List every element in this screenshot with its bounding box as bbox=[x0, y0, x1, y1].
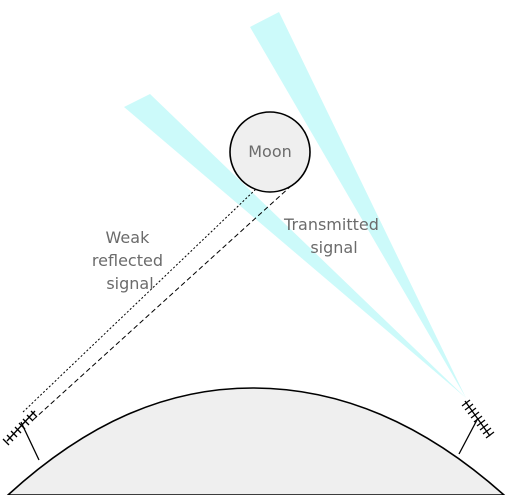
transmitted-label-line-2: signal bbox=[310, 238, 357, 257]
weak-label-line-3: signal bbox=[106, 274, 153, 293]
weak-label-line-2: reflected bbox=[92, 251, 163, 270]
transmitted-beam bbox=[124, 12, 466, 398]
right-antenna-icon bbox=[458, 399, 495, 455]
weak-label-line-1: Weak bbox=[106, 228, 151, 247]
weak-reflected-signal-label: Weak reflected signal bbox=[92, 228, 168, 293]
reflected-signal-path-inner bbox=[22, 188, 257, 413]
moon bbox=[229, 111, 311, 193]
earth-surface bbox=[6, 387, 506, 495]
transmitted-signal-label: Transmitted signal bbox=[283, 215, 384, 257]
reflected-signal-path-outer bbox=[32, 185, 292, 421]
transmitted-label-line-1: Transmitted bbox=[283, 215, 379, 234]
left-antenna-icon bbox=[2, 410, 40, 461]
moon-label: Moon bbox=[248, 142, 292, 161]
